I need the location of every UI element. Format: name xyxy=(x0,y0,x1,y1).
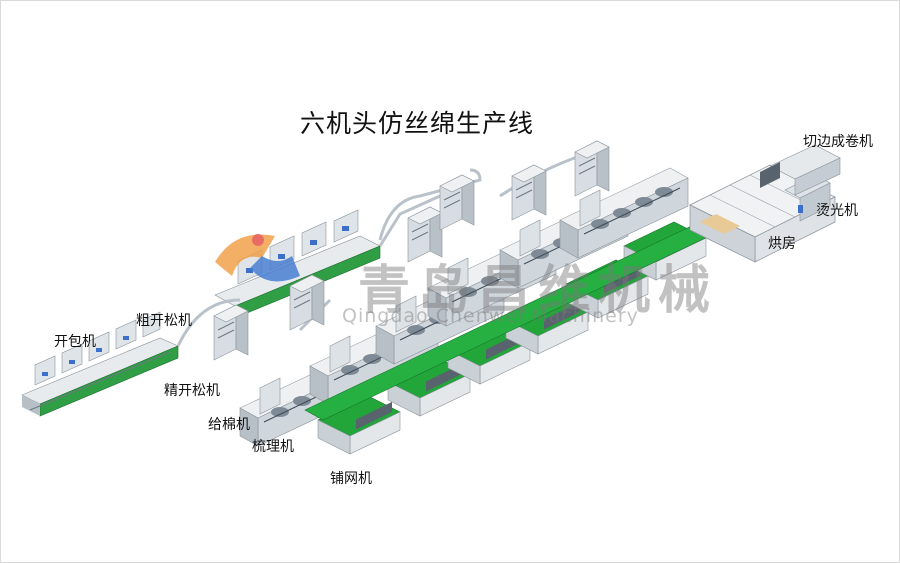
label-coarse-opener: 粗开松机 xyxy=(136,313,192,329)
label-cutting-winding: 切边成卷机 xyxy=(803,134,873,150)
label-ironing: 烫光机 xyxy=(816,203,858,219)
label-feeder: 给棉机 xyxy=(208,417,250,433)
fine-opener-machine xyxy=(213,304,249,361)
cutting-winding-machine xyxy=(760,144,841,196)
diagram-title: 六机头仿丝绵生产线 xyxy=(300,109,535,138)
watermark-chinese: 青岛昌维机械 xyxy=(358,260,719,321)
bale-opener-group xyxy=(21,311,179,417)
label-carding: 梳理机 xyxy=(252,439,294,455)
label-fine-opener: 精开松机 xyxy=(164,383,220,399)
label-oven: 烘房 xyxy=(768,236,796,252)
label-bale-opener: 开包机 xyxy=(54,334,96,350)
label-cross-lapper: 铺网机 xyxy=(330,471,372,487)
company-logo xyxy=(215,234,300,282)
watermark-english: Qingdao Chenwei Machinery xyxy=(342,305,639,327)
